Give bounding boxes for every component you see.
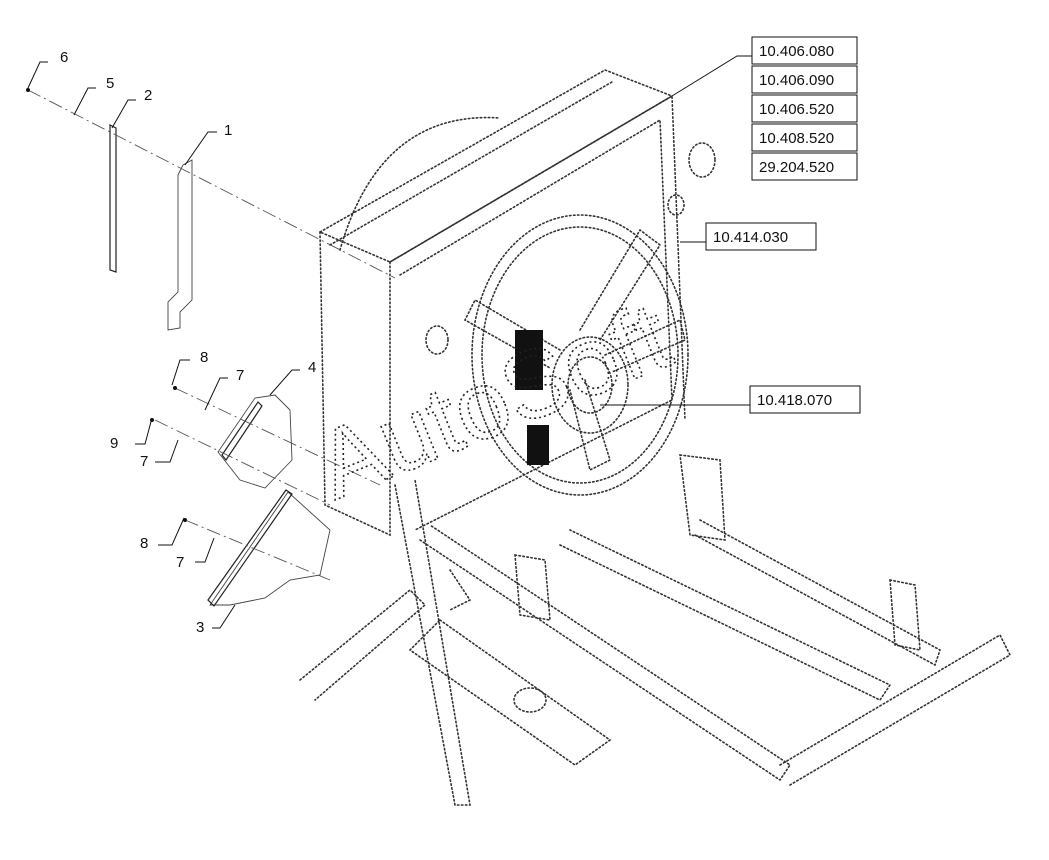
item-label-5: 5 [106,75,114,92]
ref-code-29204520: 29.204.520 [759,159,834,176]
ref-box-4 [751,123,858,152]
ref-box-5 [751,152,858,181]
item-label-4: 4 [308,359,316,376]
item-label-3: 3 [196,619,204,636]
ref-code-10406080: 10.406.080 [759,43,834,60]
ref-code-10406090: 10.406.090 [759,72,834,89]
ref-code-10408520: 10.408.520 [759,130,834,147]
item-label-7: 7 [236,367,244,384]
ref-box-1 [751,36,858,65]
item-label-6: 6 [60,49,68,66]
item-label-1: 1 [224,122,232,139]
ref-box-3 [751,94,858,123]
item-label-8b: 8 [140,535,148,552]
exploded-parts [26,88,396,607]
ref-box-2 [751,65,858,94]
watermark-logo: AutoSoft [303,282,685,519]
item-label-8: 8 [200,349,208,366]
ref-code-10418070: 10.418.070 [757,392,832,409]
item-labels: 6 5 2 1 8 7 4 9 7 8 7 3 [60,49,316,636]
item-label-7c: 7 [176,554,184,571]
reference-codes: 10.406.080 10.406.090 10.406.520 10.408.… [600,36,861,414]
item-leaders [27,61,300,629]
item-label-7b: 7 [140,453,148,470]
item-label-2: 2 [144,87,152,104]
ref-box-6 [705,222,817,251]
ref-code-10414030: 10.414.030 [713,229,788,246]
radiator-assembly [318,69,716,537]
frame-assembly [299,454,1012,806]
ref-code-10406520: 10.406.520 [759,101,834,118]
ref-box-7 [749,385,861,414]
item-label-9: 9 [110,435,118,452]
